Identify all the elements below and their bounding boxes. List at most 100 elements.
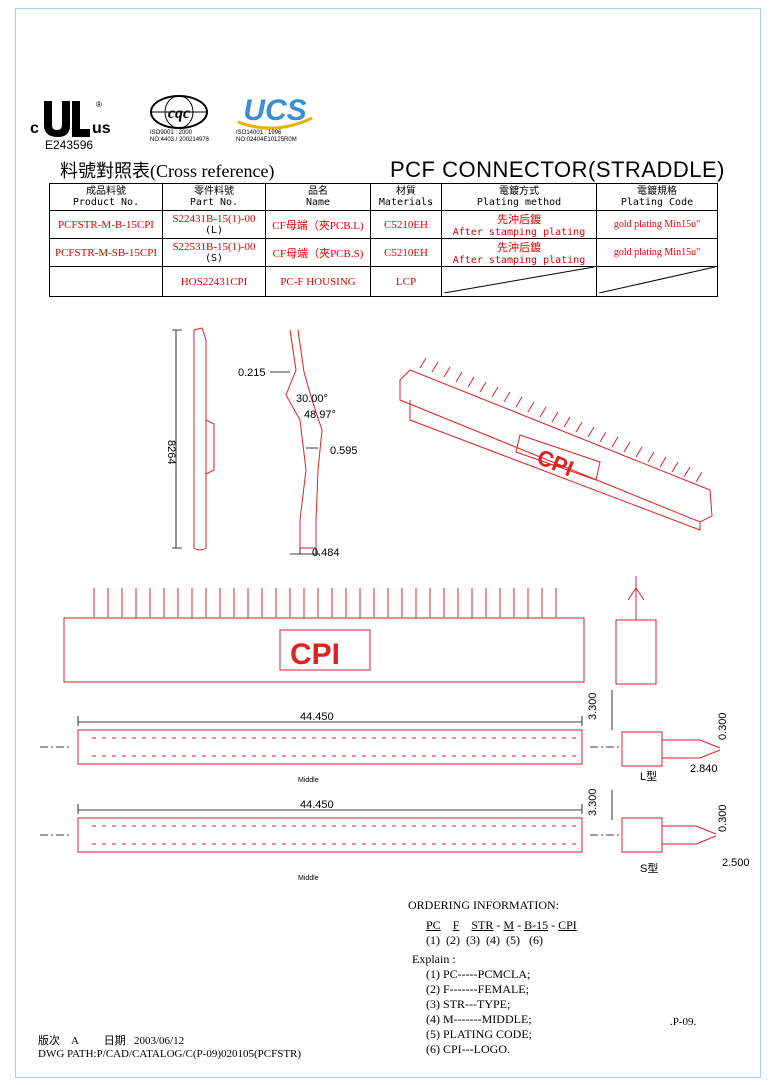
- dim-8264: 8264: [165, 440, 177, 464]
- header-product-en: Product No.: [72, 197, 140, 208]
- svg-text:cqc: cqc: [168, 105, 190, 122]
- s-type-view: [621, 817, 663, 853]
- cell-plating-en: After stamping plating: [452, 255, 586, 266]
- cross-reference-title: 料號對照表(Cross reference): [60, 161, 275, 181]
- num-1: (1): [426, 933, 440, 947]
- ul-cert-number: E243596: [45, 138, 94, 152]
- cqc-logo: cqc: [150, 95, 208, 129]
- connector-front-elevation: [63, 617, 585, 683]
- svg-text:UCS: UCS: [243, 94, 306, 127]
- num-6: (6): [529, 933, 543, 947]
- cqc-caption-line2: NO:4403 / 200214976: [150, 137, 210, 143]
- plan-view-middle-a: [77, 729, 583, 765]
- dwg-path: DWG PATH:P/CAD/CATALOG/C(P-09)020105(PCF…: [38, 1048, 302, 1060]
- header-plating-method-zh: 電鍍方式: [499, 186, 539, 197]
- cqc-caption: ISO9001 : 2000 NO:4403 / 200214976: [150, 130, 209, 144]
- code-f: F: [452, 918, 460, 932]
- label-middle-a: Middle: [298, 777, 319, 784]
- plan-contacts-a: [92, 737, 578, 757]
- cell-part-no: S22531B-15(1)-00: [172, 241, 256, 253]
- dim-2500: 2.500: [722, 857, 750, 869]
- version-label: 版次: [38, 1035, 60, 1047]
- header-plating-code-en: Plating Code: [620, 197, 694, 208]
- ucs-caption: ISO14001 : 1996 NO:02404E10125R0M: [236, 130, 297, 144]
- cell-product: PCFSTR-M-B-15CPI: [49, 210, 163, 239]
- num-5: (5): [506, 933, 520, 947]
- num-4: (4): [486, 933, 500, 947]
- footer-version-date: 版次 A 日期 2003/06/12: [38, 1032, 184, 1048]
- label-l-type: L型: [640, 769, 657, 783]
- dim-4897: 48.97°: [304, 409, 336, 421]
- cpi-logo-front: CPI: [290, 638, 340, 671]
- cell-name: CF母端（夾PCB.L): [265, 210, 371, 239]
- document-title: PCF CONNECTOR(STRADDLE): [390, 157, 726, 182]
- cpi-logo-iso: CPI: [534, 444, 577, 481]
- header-part-zh: 零件料號: [194, 186, 234, 197]
- label-middle-b: Middle: [298, 875, 319, 882]
- date-value: 2003/06/12: [133, 1035, 185, 1047]
- dim-3300-b: 3.300: [587, 788, 599, 816]
- code-cpi: CPI: [558, 918, 577, 932]
- dim-0300-b: 0.300: [717, 804, 729, 832]
- ucs-caption-line1: ISO14001 : 1996: [236, 130, 282, 136]
- dim-line-44450-a: [77, 716, 583, 726]
- ucs-caption-line2: NO:02404E10125R0M: [236, 137, 297, 143]
- dim-3300-a: 3.300: [587, 692, 599, 720]
- explain-item: (1) PC-----PCMCLA;: [426, 967, 531, 981]
- cell-plating-zh: 先沖后鍍: [497, 242, 541, 254]
- header-plating-method-en: Plating method: [476, 197, 562, 208]
- diagonal-line-icon: [598, 266, 716, 294]
- dim-0215: 0.215: [238, 367, 266, 379]
- cell-product: [49, 266, 163, 297]
- dim-3000: 30.00°: [296, 393, 328, 405]
- dim-line-0484: [290, 548, 320, 555]
- ordering-codes: PC F STR - M - B-15 - CPI (1) (2) (3) (4…: [426, 918, 577, 948]
- code-m: M: [503, 918, 515, 932]
- svg-text:us: us: [92, 120, 110, 137]
- cell-part: HOS22431CPI: [162, 266, 266, 297]
- cell-plating-empty: [441, 266, 597, 297]
- explain-item: (2) F-------FEMALE;: [426, 982, 529, 996]
- version-value: A: [71, 1035, 79, 1047]
- cell-code-empty: [596, 266, 718, 297]
- terminal-side-view: [193, 327, 207, 551]
- code-str: STR: [471, 918, 494, 932]
- cell-material: C5210EH: [370, 210, 442, 239]
- num-3: (3): [466, 933, 480, 947]
- header-materials-zh: 材質: [396, 186, 416, 197]
- cell-plating-en: After stamping plating: [452, 227, 586, 238]
- table-row: HOS22431CPI PC-F HOUSING LCP: [49, 266, 718, 297]
- plan-view-middle-b: [77, 817, 583, 853]
- ordering-numbers: (1) (2) (3) (4) (5) (6): [426, 933, 577, 948]
- header-plating-code-zh: 電鍍規格: [637, 186, 677, 197]
- cell-plating-zh: 先沖后鍍: [497, 214, 541, 226]
- explain-item: (4) M-------MIDDLE;: [426, 1012, 532, 1026]
- dim-0595: 0.595: [330, 445, 358, 457]
- dim-line-44450-b: [77, 804, 583, 814]
- cell-name: PC-F HOUSING: [265, 266, 371, 297]
- cell-part-sub: (L): [204, 225, 224, 236]
- num-2: (2): [446, 933, 460, 947]
- explain-item: (6) CPI---LOGO.: [426, 1042, 510, 1056]
- header-part-en: Part No.: [189, 197, 239, 208]
- header-name-zh: 品名: [308, 186, 328, 197]
- svg-text:®: ®: [96, 100, 102, 109]
- ordering-title: ORDERING INFORMATION:: [408, 898, 560, 912]
- dim-2840: 2.840: [690, 763, 718, 775]
- front-pins: [93, 588, 557, 618]
- cell-part-sub: (S): [204, 253, 224, 264]
- ul-logo: c us ®: [30, 100, 110, 137]
- cqc-caption-line1: ISO9001 : 2000: [150, 130, 193, 136]
- connector-iso-view: [399, 369, 713, 523]
- code-b15: B-15: [524, 918, 549, 932]
- ucs-logo: UCS: [237, 94, 313, 130]
- cell-name: CF母端（夾PCB.S): [265, 238, 371, 267]
